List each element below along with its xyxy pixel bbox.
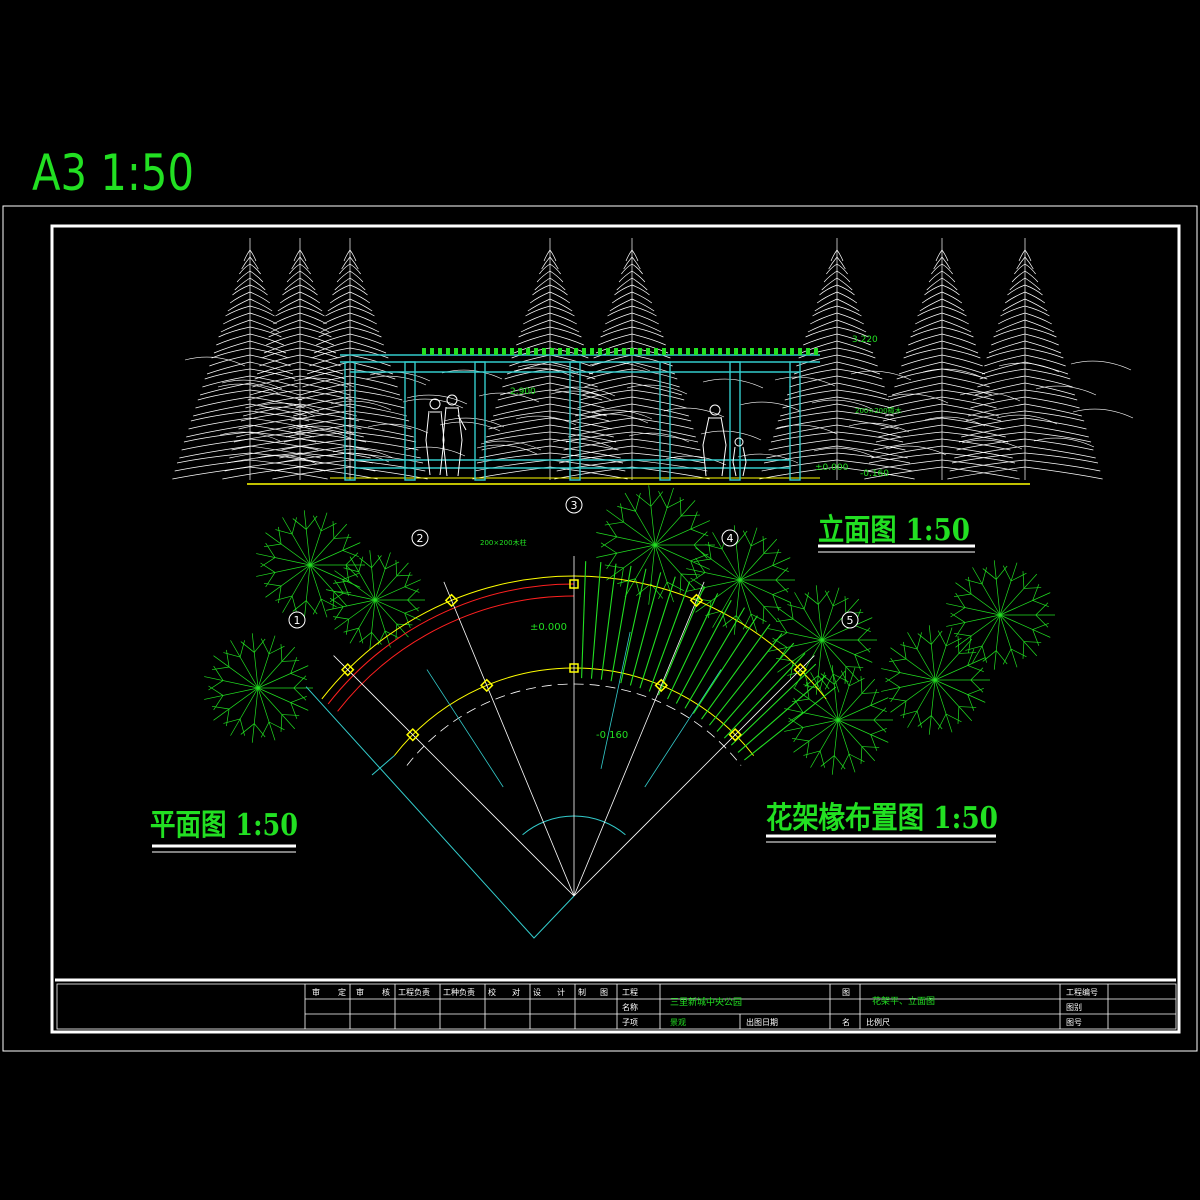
tall-trees	[172, 238, 1103, 480]
round-tree	[256, 510, 365, 620]
tb-number-label: 图号	[1066, 1018, 1082, 1027]
sheet-size-label: A3 1:50	[32, 144, 194, 202]
plan-level-minus0160: -0.160	[596, 730, 628, 741]
tb-label-2: 审	[356, 987, 364, 997]
axis-bubble-4: 4	[721, 529, 739, 547]
title-block: 审 定 审 核 工程负责 工种负责 校 对 设 计 制 图 工程 名称 子项 出…	[55, 978, 1177, 1030]
conifer-tree	[864, 238, 1020, 480]
people-silhouettes	[425, 394, 747, 477]
elev-dim-3220: 3.220	[852, 335, 878, 345]
plan-column-note: 200×200木柱	[480, 538, 527, 547]
tb-label-5: 工种负责	[443, 987, 475, 997]
tb-sub-value: 景观	[670, 1018, 686, 1027]
plan-geometry	[305, 556, 827, 939]
tb-sub-label: 子项	[622, 1018, 638, 1027]
axis-bubble-3: 3	[565, 496, 583, 514]
plan-title: 平面图 1:50	[150, 808, 298, 843]
elev-dim-minus0160: -0.160	[860, 469, 889, 479]
tb-drawing-label-2: 名	[842, 1017, 850, 1027]
svg-text:3: 3	[571, 499, 578, 512]
round-tree	[946, 560, 1055, 670]
outer-frame	[2, 205, 1198, 1052]
conifer-tree	[472, 238, 628, 480]
bushes	[184, 356, 1134, 466]
conifer-tree	[172, 238, 328, 480]
tb-label-8: 设	[533, 987, 541, 997]
tb-scale-label: 比例尺	[866, 1017, 890, 1027]
axis-bubble-1: 1	[288, 611, 306, 629]
svg-text:1: 1	[294, 614, 301, 627]
tb-project-no-label: 工程编号	[1066, 987, 1098, 997]
round-tree	[881, 625, 990, 735]
tb-label-0: 审	[312, 987, 320, 997]
svg-text:4: 4	[727, 532, 734, 545]
tb-label-11: 图	[600, 988, 608, 997]
elev-note-beam: 200×200樟木	[855, 406, 902, 415]
round-tree	[326, 550, 425, 650]
axis-bubble-5: 5	[841, 611, 859, 629]
conifer-tree	[272, 238, 428, 480]
svg-text:2: 2	[417, 532, 424, 545]
pergola-elevation	[340, 354, 820, 481]
elev-dim-2900: 2.900	[510, 387, 536, 397]
conifer-tree	[759, 238, 915, 480]
tb-category-label: 图别	[1066, 1003, 1082, 1012]
plan-columns	[341, 579, 807, 742]
conifer-tree	[554, 238, 710, 480]
axis-bubble-2: 2	[411, 529, 429, 547]
plan-level-0000: ±0.000	[530, 622, 567, 633]
elevation-view: 2.900 3.220 ±0.000 -0.160 200×200樟木	[172, 238, 1134, 485]
round-tree	[204, 633, 313, 743]
elevation-title: 立面图 1:50	[818, 513, 970, 548]
elev-dim-0000: ±0.000	[815, 463, 849, 473]
plan-view: 1 2 3 4 5 ±0.000 -0.160 200×200木柱	[204, 485, 1055, 939]
tb-drawing-label-1: 图	[842, 988, 850, 997]
round-trees	[204, 485, 1055, 775]
round-tree	[784, 665, 893, 775]
round-tree	[686, 525, 795, 635]
rafter-ends	[422, 348, 818, 355]
tb-date-label: 出图日期	[746, 1017, 778, 1027]
tb-label-7: 对	[512, 987, 520, 997]
svg-text:5: 5	[847, 614, 854, 627]
tb-project-label-1: 工程	[622, 988, 638, 997]
tb-label-9: 计	[557, 987, 565, 997]
tb-label-3: 核	[382, 987, 390, 997]
inner-frame	[50, 224, 1181, 1034]
plan-rafters	[581, 561, 837, 761]
rafter-title: 花架椽布置图 1:50	[766, 801, 998, 836]
tb-label-6: 校	[488, 987, 496, 997]
tb-label-1: 定	[338, 987, 346, 997]
tb-label-4: 工程负责	[398, 987, 430, 997]
tb-project-name: 三里新城中央公园	[670, 996, 742, 1008]
round-tree	[596, 485, 715, 605]
conifer-tree	[947, 238, 1103, 480]
tb-drawing-name: 花架平、立面图	[872, 995, 935, 1007]
tb-label-10: 制	[578, 987, 586, 997]
tb-project-label-2: 名称	[622, 1002, 638, 1012]
